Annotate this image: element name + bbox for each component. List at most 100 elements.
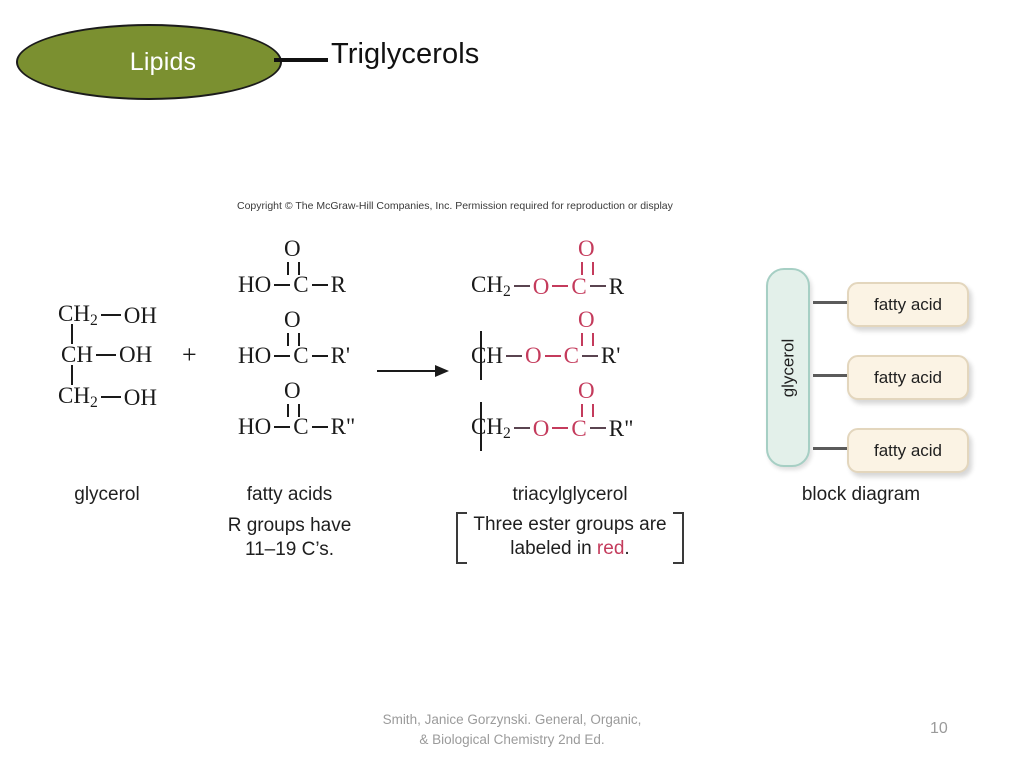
r-group-label: R <box>608 273 625 299</box>
caption-triacylglycerol: triacylglycerol <box>512 484 628 505</box>
carbonyl-oxygen-label: O <box>578 307 595 332</box>
page-title: Triglycerols <box>331 38 480 70</box>
ester-oxygen-label: O <box>532 415 550 441</box>
fatty-acid-unit: O HO C R" <box>238 379 383 441</box>
carbon-label: C <box>293 272 309 297</box>
subscript: 2 <box>502 282 511 300</box>
arrow-head <box>435 365 449 377</box>
note-r-groups-line2: 11–19 C’s. <box>244 539 335 561</box>
r-group-label: R" <box>608 415 634 441</box>
glycerol-row: CH OH <box>61 343 152 366</box>
hydroxyl-label: OH <box>118 342 153 367</box>
fatty-acid-block: fatty acid <box>847 428 969 473</box>
bond-horizontal <box>589 427 606 430</box>
carbon-label: C <box>563 343 579 368</box>
bond-horizontal <box>95 353 116 356</box>
carbonyl-oxygen-label: O <box>578 378 595 403</box>
glycerol-carbon-label: CH2 <box>471 272 511 300</box>
fatty-acid-block: fatty acid <box>847 282 969 327</box>
carbon-label: C <box>571 273 587 299</box>
glycerol-block: glycerol <box>766 268 810 467</box>
bond-horizontal <box>100 314 121 317</box>
block-connector-line <box>813 301 848 304</box>
hydroxyl-label: HO <box>238 272 272 297</box>
bond-horizontal <box>274 425 291 428</box>
note-ester-line2-pre: labeled in <box>510 538 597 560</box>
footer-citation: Smith, Janice Gorzynski. General, Organi… <box>312 710 712 751</box>
note-ester-red-word: red <box>596 538 625 560</box>
r-group-label: R" <box>330 414 356 439</box>
caption-fatty-acids: fatty acids <box>246 484 333 505</box>
bond-horizontal <box>552 427 569 430</box>
hydroxyl-label: HO <box>238 343 272 368</box>
triacylglycerol-backbone: CH O C R' <box>471 344 620 367</box>
glycerol-carbon-label: CH2 <box>471 414 511 442</box>
glycerol-carbon-label: CH <box>471 343 503 368</box>
bond-horizontal <box>505 354 522 357</box>
carbon-label: C <box>293 343 309 368</box>
bond-horizontal <box>100 396 121 399</box>
fatty-acid-block: fatty acid <box>847 355 969 400</box>
bond-horizontal <box>311 283 328 286</box>
carbon-label: C <box>571 415 587 441</box>
r-group-label: R' <box>330 343 351 368</box>
bond-vertical <box>71 324 73 344</box>
carbonyl-oxygen-label: O <box>284 307 301 332</box>
bond-horizontal <box>589 285 606 288</box>
note-ester-line1: Three ester groups are <box>473 514 667 535</box>
reaction-arrow-icon <box>377 365 449 377</box>
hydroxyl-label: OH <box>123 384 157 410</box>
bond-vertical <box>480 331 482 380</box>
glycerol-carbon-label: CH2 <box>58 383 98 411</box>
title-connector-line <box>274 58 328 62</box>
hydroxyl-label: HO <box>238 414 272 439</box>
plus-operator: + <box>182 340 197 369</box>
caption-glycerol: glycerol <box>74 484 140 505</box>
fatty-acid-unit: O HO C R <box>238 237 383 299</box>
ester-oxygen-label: O <box>524 343 542 368</box>
bond-horizontal <box>274 283 291 286</box>
carbonyl-oxygen-label: O <box>284 378 301 403</box>
double-bond <box>287 333 300 346</box>
subscript: 2 <box>89 311 98 329</box>
ester-oxygen-label: O <box>532 273 550 299</box>
triacylglycerol-unit: O CH2 O C R <box>471 237 671 299</box>
fatty-acids-structure: O HO C R O HO C R' O <box>238 237 383 447</box>
note-r-groups-line1: R groups have <box>227 515 352 536</box>
triacylglycerol-backbone: CH2 O C R" <box>471 415 633 442</box>
citation-line-2: & Biological Chemistry 2nd Ed. <box>419 732 605 748</box>
subscript: 2 <box>502 424 511 442</box>
note-ester-text: Three ester groups are labeled in red. <box>467 512 672 564</box>
citation-line-1: Smith, Janice Gorzynski. General, Organi… <box>382 712 642 727</box>
page-number: 10 <box>930 720 948 737</box>
block-connector-line <box>813 374 848 377</box>
glycerol-row: CH2 OH <box>58 302 157 329</box>
topic-bubble-lipids[interactable]: Lipids <box>16 24 282 100</box>
triacylglycerol-structure: O CH2 O C R O CH O C R' <box>471 237 671 452</box>
fatty-acid-backbone: HO C R" <box>238 415 355 438</box>
topic-bubble-label: Lipids <box>129 47 197 76</box>
bond-horizontal <box>552 285 569 288</box>
hydroxyl-label: OH <box>123 302 157 328</box>
bond-horizontal <box>311 354 328 357</box>
carbonyl-oxygen-label: O <box>578 236 595 261</box>
glycerol-structure: CH2 OH CH OH CH2 OH <box>58 302 188 432</box>
copyright-notice: Copyright © The McGraw-Hill Companies, I… <box>237 200 673 212</box>
double-bond <box>287 262 300 275</box>
glycerol-block-label: glycerol <box>778 338 797 397</box>
slide-title-row: Lipids Triglycerols <box>0 0 1024 110</box>
bond-vertical <box>71 365 73 385</box>
note-ester-groups: Three ester groups are labeled in red. <box>440 512 700 564</box>
carbonyl-oxygen-label: O <box>284 236 301 261</box>
double-bond <box>581 404 594 417</box>
block-diagram: glycerol fatty acid fatty acid fatty aci… <box>766 268 976 473</box>
glycerol-carbon-label: CH2 <box>58 301 98 329</box>
r-group-label: R <box>330 272 346 297</box>
bond-horizontal <box>581 354 598 357</box>
double-bond <box>287 404 300 417</box>
bond-horizontal <box>513 427 530 430</box>
bond-horizontal <box>544 354 561 357</box>
bond-vertical <box>480 402 482 451</box>
reaction-figure: Copyright © The McGraw-Hill Companies, I… <box>0 190 1024 590</box>
bond-horizontal <box>513 285 530 288</box>
